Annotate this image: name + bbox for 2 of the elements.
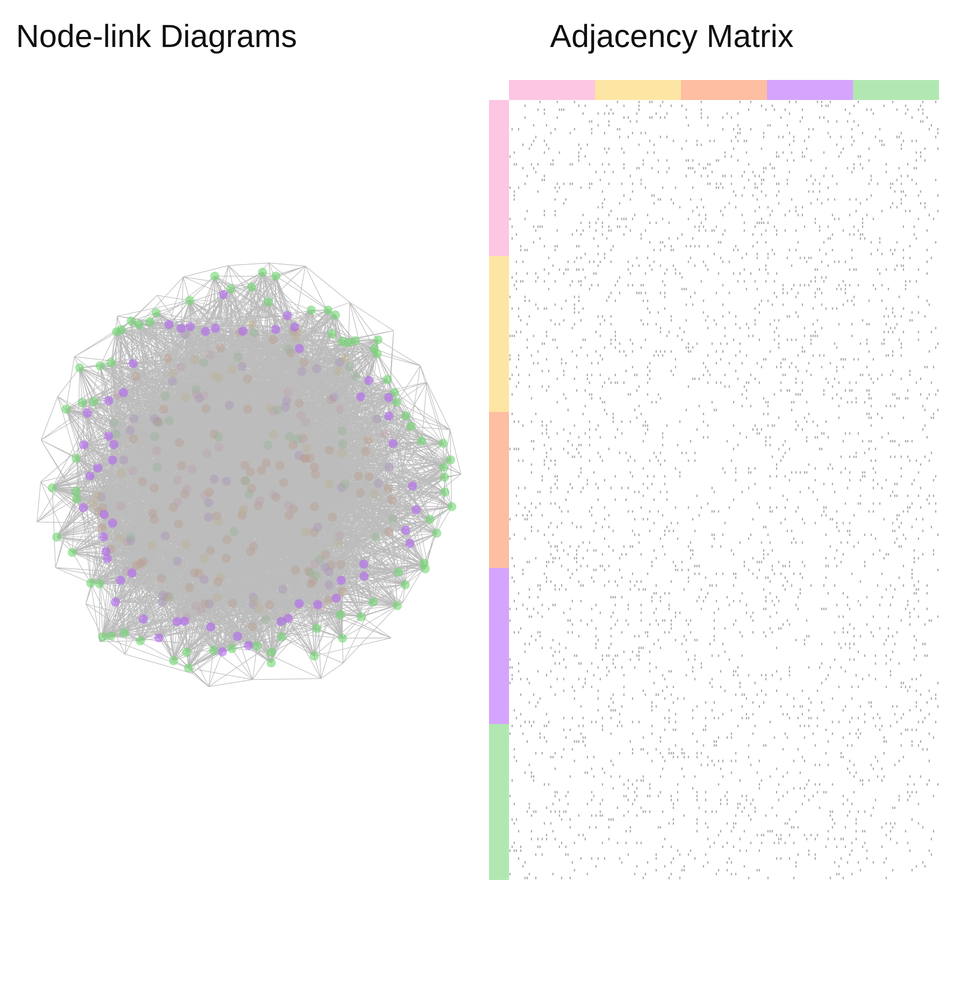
panel-title: Node-link Diagrams: [16, 17, 297, 56]
panel-title: Adjacency Matrix: [550, 17, 794, 56]
